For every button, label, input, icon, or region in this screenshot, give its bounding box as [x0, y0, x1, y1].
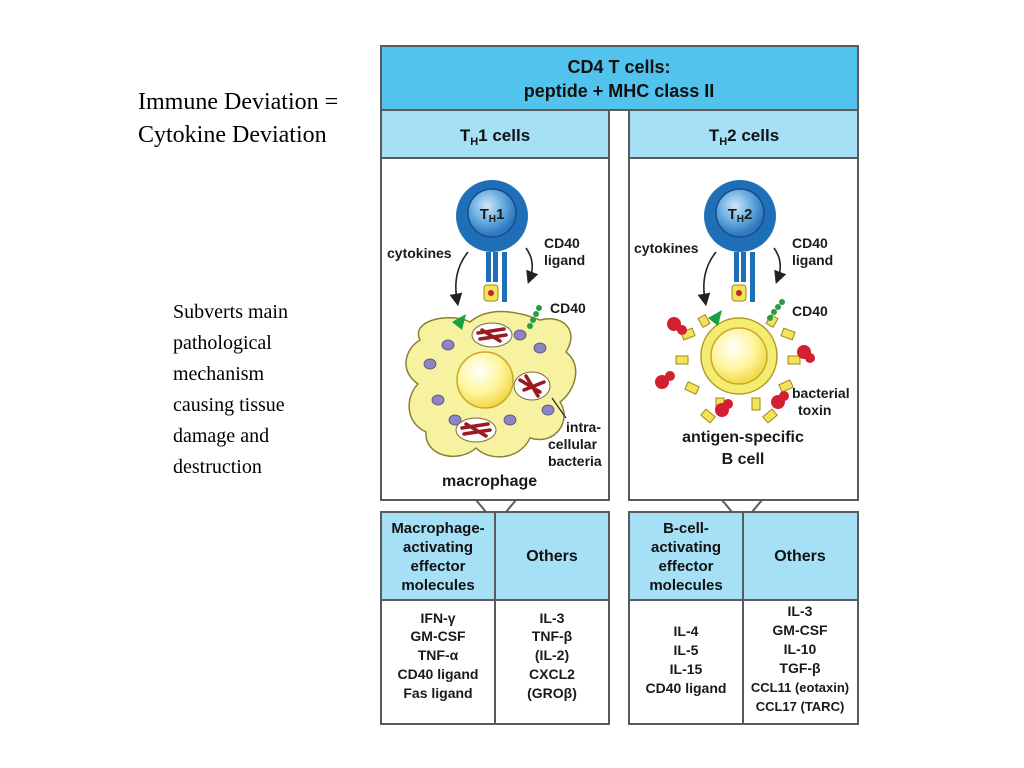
th1-cd40-label: CD40 — [550, 300, 586, 316]
top-header-line-2: peptide + MHC class II — [524, 81, 715, 101]
svg-text:TGF-β: TGF-β — [779, 660, 821, 676]
svg-text:CCL11 (eotaxin): CCL11 (eotaxin) — [751, 680, 849, 695]
svg-text:Macrophage-: Macrophage- — [391, 520, 484, 537]
svg-text:IL-3: IL-3 — [788, 603, 813, 619]
note-line: causing tissue — [173, 394, 285, 416]
svg-text:molecules: molecules — [401, 577, 474, 594]
th1-cd40-ligand-label-2: ligand — [544, 252, 585, 268]
th2-nucleus — [715, 188, 765, 238]
svg-text:B-cell-: B-cell- — [663, 520, 709, 537]
top-header: CD4 T cells: peptide + MHC class II — [380, 45, 859, 111]
toxin-label-2: toxin — [798, 402, 831, 418]
svg-text:GM-CSF: GM-CSF — [410, 628, 466, 644]
side-note: Subverts main pathological mechanism cau… — [173, 297, 288, 483]
note-line: mechanism — [173, 363, 265, 385]
th2-cd40-ligand-label-2: ligand — [792, 252, 833, 268]
b-cell-label-1: antigen-specific — [682, 429, 804, 446]
svg-text:Others: Others — [526, 548, 578, 565]
slide-title: Immune Deviation = Cytokine Deviation — [138, 86, 338, 152]
svg-text:CCL17 (TARC): CCL17 (TARC) — [756, 699, 845, 714]
svg-text:activating: activating — [403, 539, 473, 556]
svg-text:Others: Others — [774, 548, 826, 565]
intracellular-bacteria — [455, 322, 551, 443]
svg-text:CD40 ligand: CD40 ligand — [646, 680, 727, 696]
svg-text:IL-3: IL-3 — [540, 610, 565, 626]
th2-effector-table: B-cell- activating effector molecules Ot… — [628, 511, 859, 725]
svg-text:activating: activating — [651, 539, 721, 556]
note-line: Subverts main — [173, 301, 288, 323]
th2-cd40-label: CD40 — [792, 303, 828, 319]
th1-panel: TH1 cells TH1 cytokines CD40 ligand CD40 — [380, 109, 610, 501]
svg-text:IL-10: IL-10 — [784, 641, 817, 657]
th1-cd40-ligand-label-1: CD40 — [544, 235, 580, 251]
svg-text:CXCL2: CXCL2 — [529, 666, 575, 682]
th1-header: TH1 cells — [460, 126, 530, 148]
svg-text:IL-5: IL-5 — [674, 642, 699, 658]
svg-text:(IL-2): (IL-2) — [535, 647, 569, 663]
svg-text:effector: effector — [410, 558, 465, 575]
th1-cell-label: TH1 — [480, 206, 505, 225]
th2-header: TH2 cells — [709, 126, 779, 148]
macrophage-granules — [423, 329, 555, 426]
svg-text:GM-CSF: GM-CSF — [772, 622, 828, 638]
macrophage-label: macrophage — [442, 473, 537, 490]
bacterial-toxins — [655, 317, 815, 417]
svg-text:IL-15: IL-15 — [670, 661, 703, 677]
bacteria-label-3: bacteria — [548, 453, 602, 469]
macrophage-nucleus — [456, 351, 514, 409]
top-header-line-1: CD4 T cells: — [567, 57, 670, 77]
bacteria-label-1: intra- — [566, 419, 601, 435]
b-cell-label-2: B cell — [722, 451, 765, 468]
svg-text:molecules: molecules — [649, 577, 722, 594]
b-cell-nucleus — [710, 327, 768, 385]
svg-text:CD40 ligand: CD40 ligand — [398, 666, 479, 682]
title-line-2: Cytokine Deviation — [138, 122, 327, 148]
th2-panel: TH2 cells TH2 cytokines CD40 ligand CD40 — [628, 109, 859, 501]
th1-cytokines-label: cytokines — [387, 245, 452, 261]
note-line: pathological — [173, 332, 272, 354]
th2-cd40-ligand-label-1: CD40 — [792, 235, 828, 251]
svg-text:IL-4: IL-4 — [674, 623, 699, 639]
note-line: damage and — [173, 425, 270, 447]
svg-text:Fas ligand: Fas ligand — [403, 685, 472, 701]
svg-text:TNF-α: TNF-α — [418, 647, 459, 663]
toxin-label-1: bacterial — [792, 385, 850, 401]
th2-cytokines-label: cytokines — [634, 240, 699, 256]
th1-nucleus — [467, 188, 517, 238]
th1-effector-table: Macrophage- activating effector molecule… — [380, 511, 610, 725]
note-line: destruction — [173, 456, 262, 478]
svg-text:IFN-γ: IFN-γ — [421, 610, 456, 626]
svg-text:effector: effector — [658, 558, 713, 575]
svg-text:(GROβ): (GROβ) — [527, 685, 577, 701]
title-line-1: Immune Deviation = — [138, 89, 339, 115]
svg-text:TNF-β: TNF-β — [532, 628, 573, 644]
bacteria-label-2: cellular — [548, 436, 598, 452]
th2-cell-label: TH2 — [728, 206, 753, 225]
